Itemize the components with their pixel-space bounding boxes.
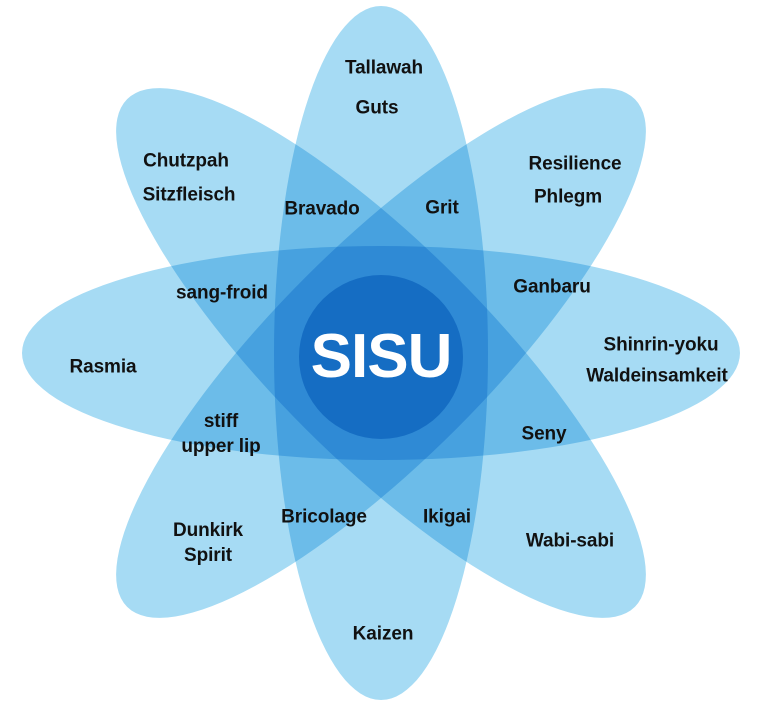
- label-waldeinsamkeit: Waldeinsamkeit: [586, 365, 728, 387]
- label-ikigai: Ikigai: [423, 506, 471, 528]
- label-sitzfleisch: Sitzfleisch: [142, 184, 236, 206]
- label-shinrin-yoku: Shinrin-yoku: [603, 334, 719, 356]
- label-bravado: Bravado: [284, 198, 360, 220]
- label-bricolage: Bricolage: [281, 506, 367, 528]
- center-term-sisu: SISU: [310, 322, 453, 391]
- label-phlegm: Phlegm: [533, 186, 603, 208]
- label-tallawah: Tallawah: [344, 57, 424, 79]
- label-rasmia: Rasmia: [69, 356, 137, 378]
- center-circle: [299, 275, 463, 439]
- label-dunkirk-spirit: Dunkirk Spirit: [172, 520, 244, 566]
- label-wabi-sabi: Wabi-sabi: [525, 530, 615, 552]
- label-guts: Guts: [355, 97, 399, 119]
- label-chutzpah: Chutzpah: [143, 150, 229, 172]
- label-grit: Grit: [425, 197, 459, 219]
- label-ganbaru: Ganbaru: [513, 276, 591, 298]
- label-sang-froid: sang-froid: [176, 282, 268, 304]
- label-resilience: Resilience: [528, 153, 622, 175]
- label-seny: Seny: [521, 423, 567, 445]
- label-kaizen: Kaizen: [352, 623, 414, 645]
- label-stiff-upper-lip: stiff upper lip: [181, 411, 261, 457]
